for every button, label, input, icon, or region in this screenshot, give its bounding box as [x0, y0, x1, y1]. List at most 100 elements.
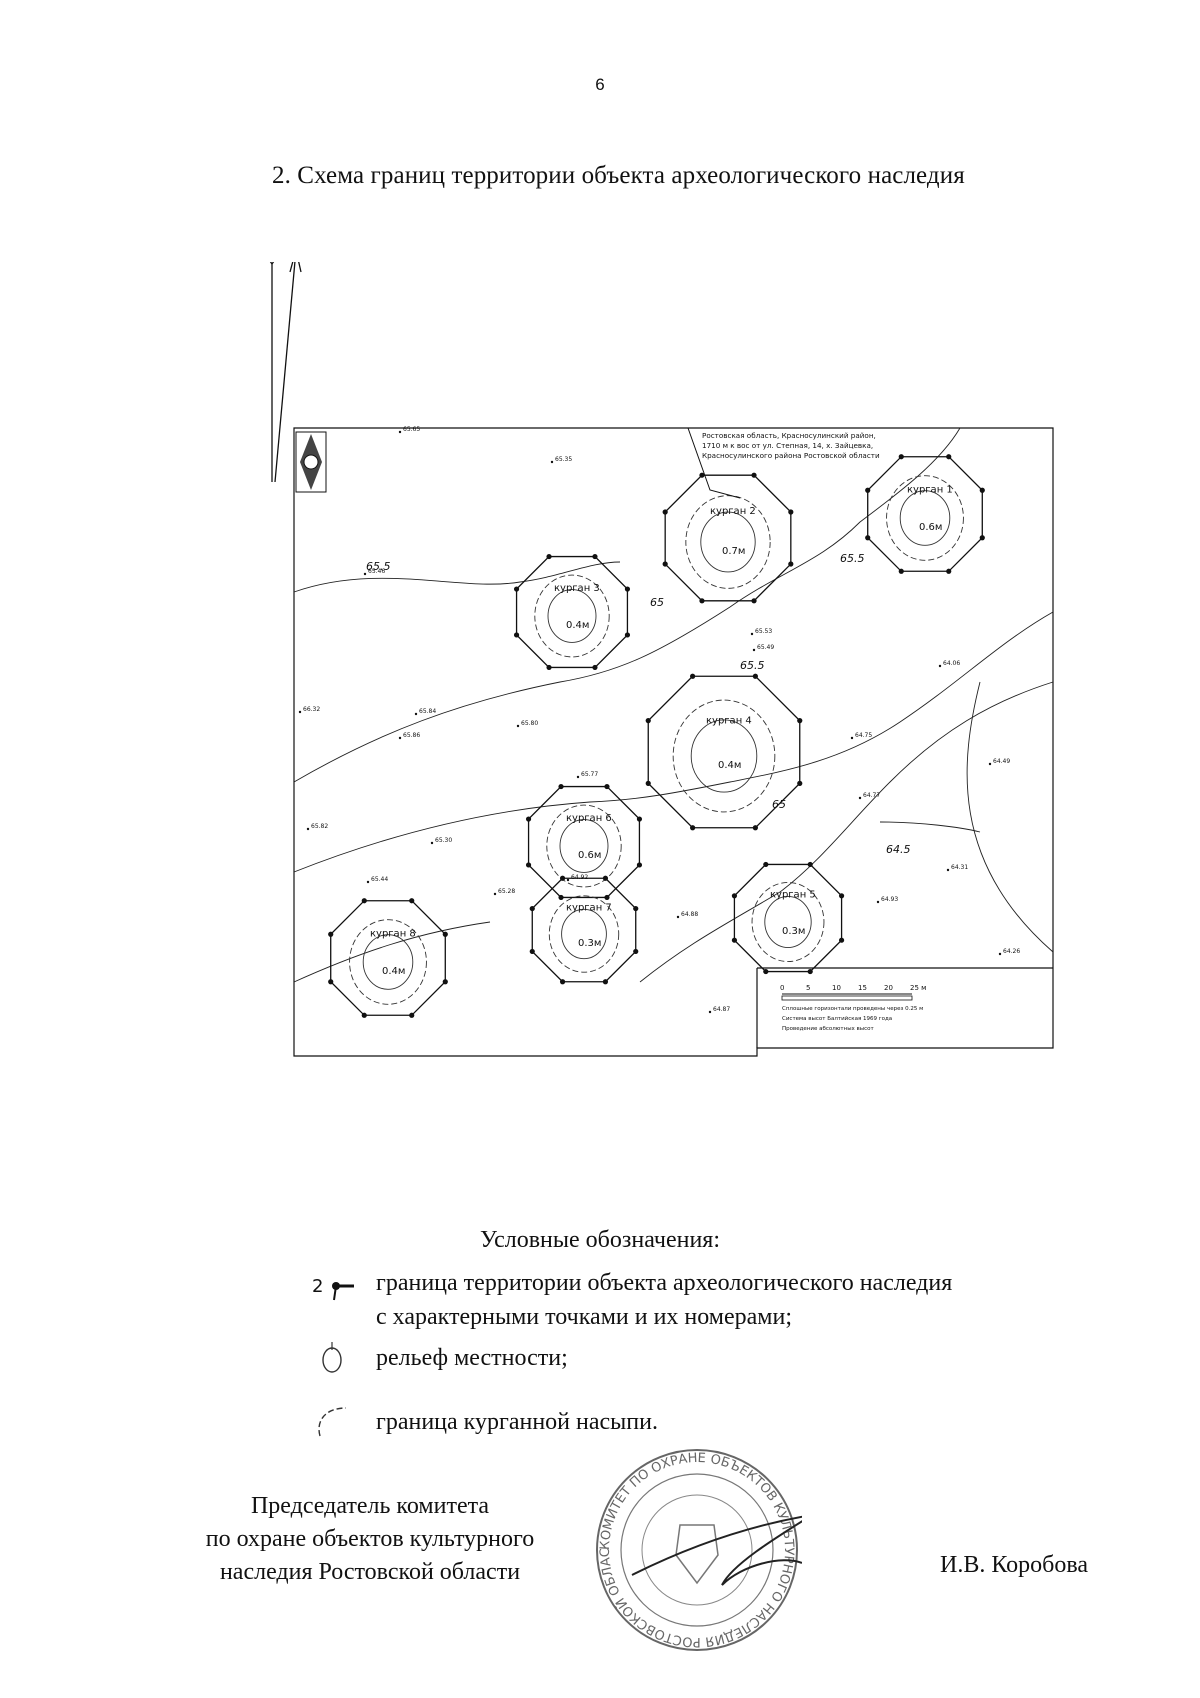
- elevation-value: 64.77: [863, 792, 880, 799]
- kurgan-height: 0.7м: [722, 546, 745, 557]
- kurgan-label: курган 5: [770, 890, 816, 901]
- mound-contour: [534, 574, 610, 658]
- boundary-point: [898, 568, 904, 574]
- boundary-point: [690, 825, 696, 831]
- boundary-point: [797, 780, 803, 786]
- boundary-point: [633, 905, 639, 912]
- kurgan-label: курган 4: [706, 715, 752, 726]
- location-note-line: 1710 м к вос от ул. Степная, 14, х. Зайц…: [702, 441, 873, 450]
- kurgan-5: курган 5 0.3м: [731, 861, 845, 975]
- kurgan-2: курган 20.7м: [662, 472, 794, 604]
- kurgan-4: курган 4 0.4м: [645, 673, 803, 831]
- boundary-point: [559, 979, 566, 985]
- kurgan-7: курган 70.3м: [529, 875, 639, 985]
- boundary-point: [361, 898, 367, 904]
- elevation-point: [946, 868, 950, 872]
- kurgan-label: курган 6: [566, 813, 612, 824]
- contour-label: 65: [650, 596, 664, 609]
- elevation-point: [676, 915, 680, 919]
- scale-note: Проведение абсолютных высот: [782, 1026, 875, 1032]
- kurgan-3: курган 30.4м: [513, 553, 631, 671]
- kurgan-6: курган 6 0.6м: [525, 783, 643, 901]
- kurgan-height: 0.3м: [782, 926, 805, 937]
- boundary-point: [525, 862, 532, 868]
- mound-contour: [362, 934, 414, 990]
- kurgan-label: курган 1: [907, 484, 953, 495]
- elevation-value: 65.77: [581, 771, 598, 778]
- position-line: по охране объектов культурного: [205, 1526, 535, 1552]
- point-number: 2: [312, 1276, 323, 1297]
- mound-contour: [886, 475, 964, 561]
- boundary-point: [865, 535, 871, 541]
- contour-label: 65.5: [840, 552, 865, 565]
- kurgan-height: 0.3м: [578, 938, 601, 949]
- scale-note: Система высот Балтийская 1969 года: [782, 1015, 892, 1022]
- elevation-value: 64.93: [881, 896, 898, 903]
- elevation-value: 64.49: [993, 758, 1010, 765]
- elevation-value: 65.28: [498, 888, 515, 895]
- mound-contour: [672, 699, 776, 813]
- kurgan-8: курган 8 0.4м: [328, 898, 448, 1018]
- kurgan-boundary: [531, 877, 637, 983]
- north-arrow: [269, 262, 302, 483]
- boundary-point: [529, 948, 535, 955]
- kurgan-height: 0.6м: [919, 522, 942, 533]
- boundary-point: [788, 509, 794, 515]
- elevation-point: [398, 736, 402, 740]
- mound-contour: [561, 908, 607, 960]
- boundary-point: [788, 561, 794, 567]
- mound-contour: [764, 896, 812, 948]
- kurgan-height: 0.6м: [578, 850, 601, 861]
- boundary-point: [763, 968, 769, 975]
- boundary-point: [513, 586, 520, 592]
- kurgan-label: курган 8: [370, 928, 416, 939]
- boundary-point: [546, 664, 552, 671]
- legend-relief-text: рельеф местности;: [376, 1345, 568, 1371]
- kurgan-height: 0.4м: [382, 966, 405, 977]
- scale-note: Сплошные горизонтали проведены через 0.2…: [782, 1006, 923, 1012]
- coat-of-arms-icon: [675, 1524, 719, 1585]
- mound-contour: [559, 819, 609, 873]
- elevation-point: [398, 430, 402, 434]
- boundary-point: [409, 898, 415, 904]
- boundary-point: [645, 718, 651, 724]
- boundary-point: [797, 718, 803, 724]
- mound-contour: [548, 895, 620, 973]
- scale-tick-label: 5: [806, 984, 810, 992]
- elevation-point: [988, 762, 992, 766]
- kurgan-boundary: [733, 863, 843, 973]
- elevation-value: 65.86: [403, 732, 420, 739]
- elevation-value: 65.46: [368, 568, 385, 575]
- mound-boundary-icon: [318, 1407, 347, 1437]
- boundary-point: [636, 816, 643, 822]
- scale-tick-label: 15: [858, 984, 867, 992]
- mound-contour: [349, 919, 427, 1005]
- elevation-point: [876, 900, 880, 904]
- contour-labels: 65.5 65 65.5 65 64.5 65.5: [366, 552, 911, 856]
- boundary-point: [442, 931, 448, 937]
- boundary-point: [361, 1012, 367, 1018]
- boundary-point: [838, 893, 845, 899]
- contour-label: 64.5: [886, 843, 911, 856]
- elevation-point: [850, 736, 854, 740]
- boundary-point: [558, 894, 564, 901]
- kurgan-label: курган 3: [554, 583, 600, 594]
- elevation-point: [493, 892, 497, 896]
- signatory-name: И.В. Коробова: [940, 1552, 1089, 1578]
- boundary-point: [690, 673, 696, 679]
- elevation-value: 65.80: [521, 720, 538, 727]
- location-note-line: Красносулинского района Ростовской облас…: [702, 451, 880, 460]
- boundary-point: [602, 979, 609, 985]
- kurgan-height: 0.4м: [718, 760, 741, 771]
- compass-rose-icon: [295, 431, 327, 493]
- boundary-point: [807, 968, 813, 975]
- elevation-value: 65.82: [311, 823, 328, 830]
- relief-contours: [293, 427, 1054, 983]
- mound-contour: [751, 881, 825, 963]
- boundary-point: [559, 875, 566, 881]
- scale-tick-label: 10: [832, 984, 841, 992]
- kurgan-boundary: [515, 555, 629, 669]
